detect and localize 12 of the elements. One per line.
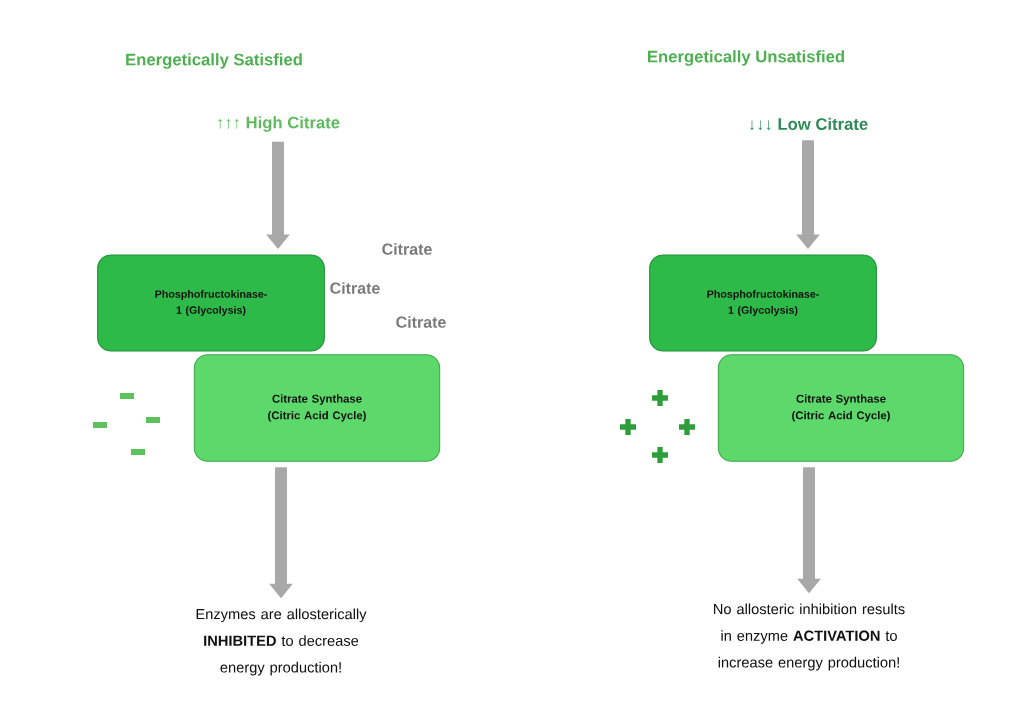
level-heading: ↑↑↑ High Citrate (218, 116, 340, 132)
enzyme-box: Citrate Synthase (Citric Acid Cycle) (717, 354, 965, 462)
citrate-label: Citrate (382, 243, 432, 255)
enzyme-box: Phosphofructokinase-1 (Glycolysis) (649, 254, 877, 352)
conclusion-text: Enzymes are allosterically INHIBITED to decrease energy production! (196, 608, 367, 676)
enzyme-box: Phosphofructokinase-1 (Glycolysis) (97, 254, 325, 352)
citrate-label: Citrate (396, 316, 446, 328)
conclusion-text: No allosteric inhibition results in enzyme ACTIVATION to increase energy production! (714, 603, 905, 671)
enzyme-box: Citrate Synthase (Citric Acid Cycle) (193, 354, 441, 462)
condition-heading: Energetically Unsatisfied (648, 50, 844, 66)
level-heading: ↓↓↓ Low Citrate (750, 117, 868, 131)
condition-heading: Energetically Satisfied (126, 53, 302, 69)
